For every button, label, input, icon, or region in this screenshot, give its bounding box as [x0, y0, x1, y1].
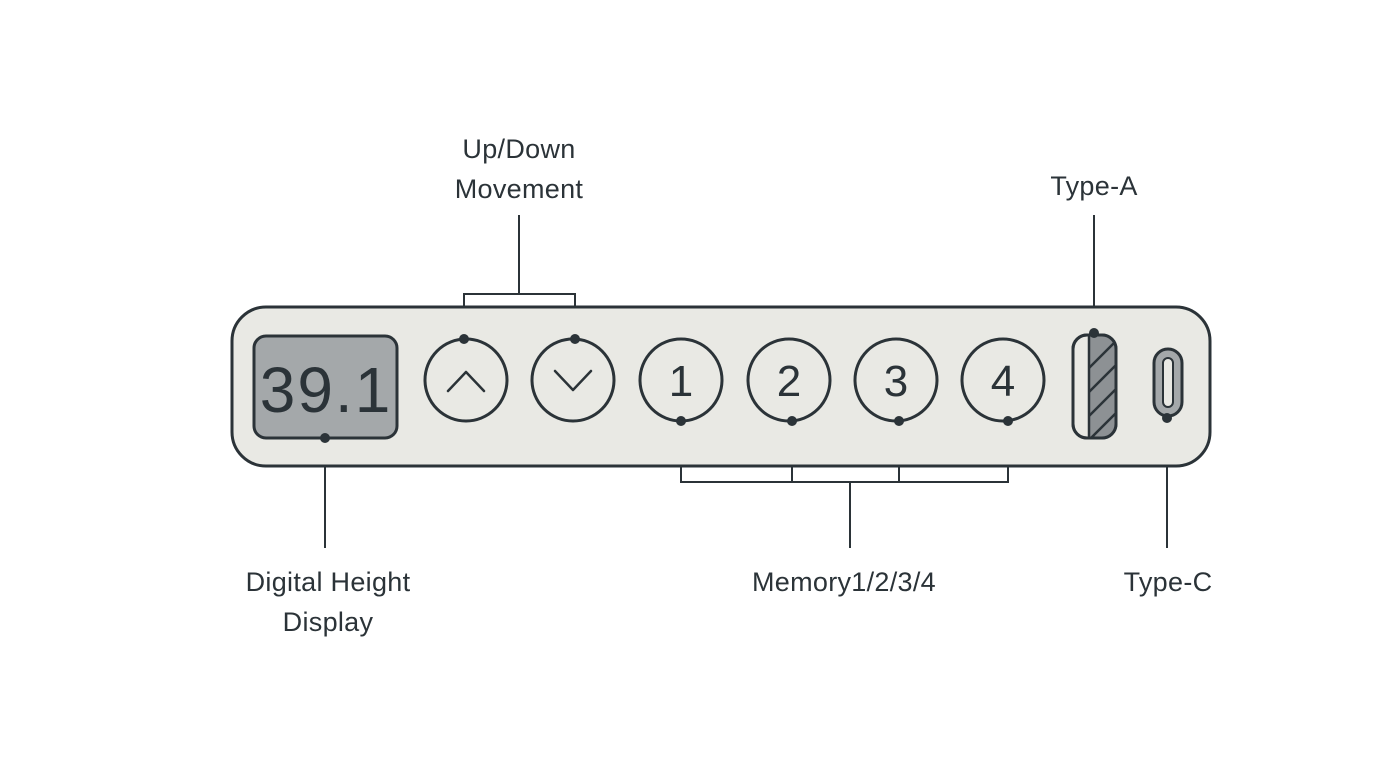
memory-button-2[interactable]: 2	[746, 337, 832, 423]
usb-type-a-port[interactable]	[1071, 333, 1118, 440]
digital-height-label-line1: Digital Height	[245, 567, 411, 597]
memory-button-1-label: 1	[669, 357, 693, 406]
callout-dots	[320, 328, 1172, 443]
memory-button-4[interactable]: 4	[960, 337, 1046, 423]
type-a-label-text: Type-A	[1050, 171, 1138, 201]
type-c-label-text: Type-C	[1123, 567, 1213, 597]
memory-label: Memory1/2/3/4	[714, 562, 974, 602]
updown-movement-label: Up/Down Movement	[419, 129, 619, 209]
memory-button-2-label: 2	[777, 357, 801, 406]
display-reading: 39.1	[260, 354, 393, 426]
digital-height-label-line2: Display	[282, 607, 374, 637]
digital-height-display-label: Digital Height Display	[208, 562, 448, 642]
memory-button-3-label: 3	[884, 357, 908, 406]
type-c-label: Type-C	[1088, 562, 1248, 602]
chevron-up-icon	[446, 370, 486, 393]
memory-button-4-label: 4	[991, 357, 1015, 406]
up-button[interactable]	[423, 337, 509, 423]
memory-label-text: Memory1/2/3/4	[752, 567, 936, 597]
usb-type-c-port[interactable]	[1152, 347, 1184, 418]
memory-button-1[interactable]: 1	[638, 337, 724, 423]
memory-button-3[interactable]: 3	[853, 337, 939, 423]
updown-label-line1: Up/Down	[462, 134, 576, 164]
digital-height-display: 39.1	[252, 334, 399, 440]
type-a-label: Type-A	[1014, 166, 1174, 206]
updown-label-line2: Movement	[454, 174, 584, 204]
down-button[interactable]	[530, 337, 616, 423]
chevron-down-icon	[553, 369, 593, 392]
